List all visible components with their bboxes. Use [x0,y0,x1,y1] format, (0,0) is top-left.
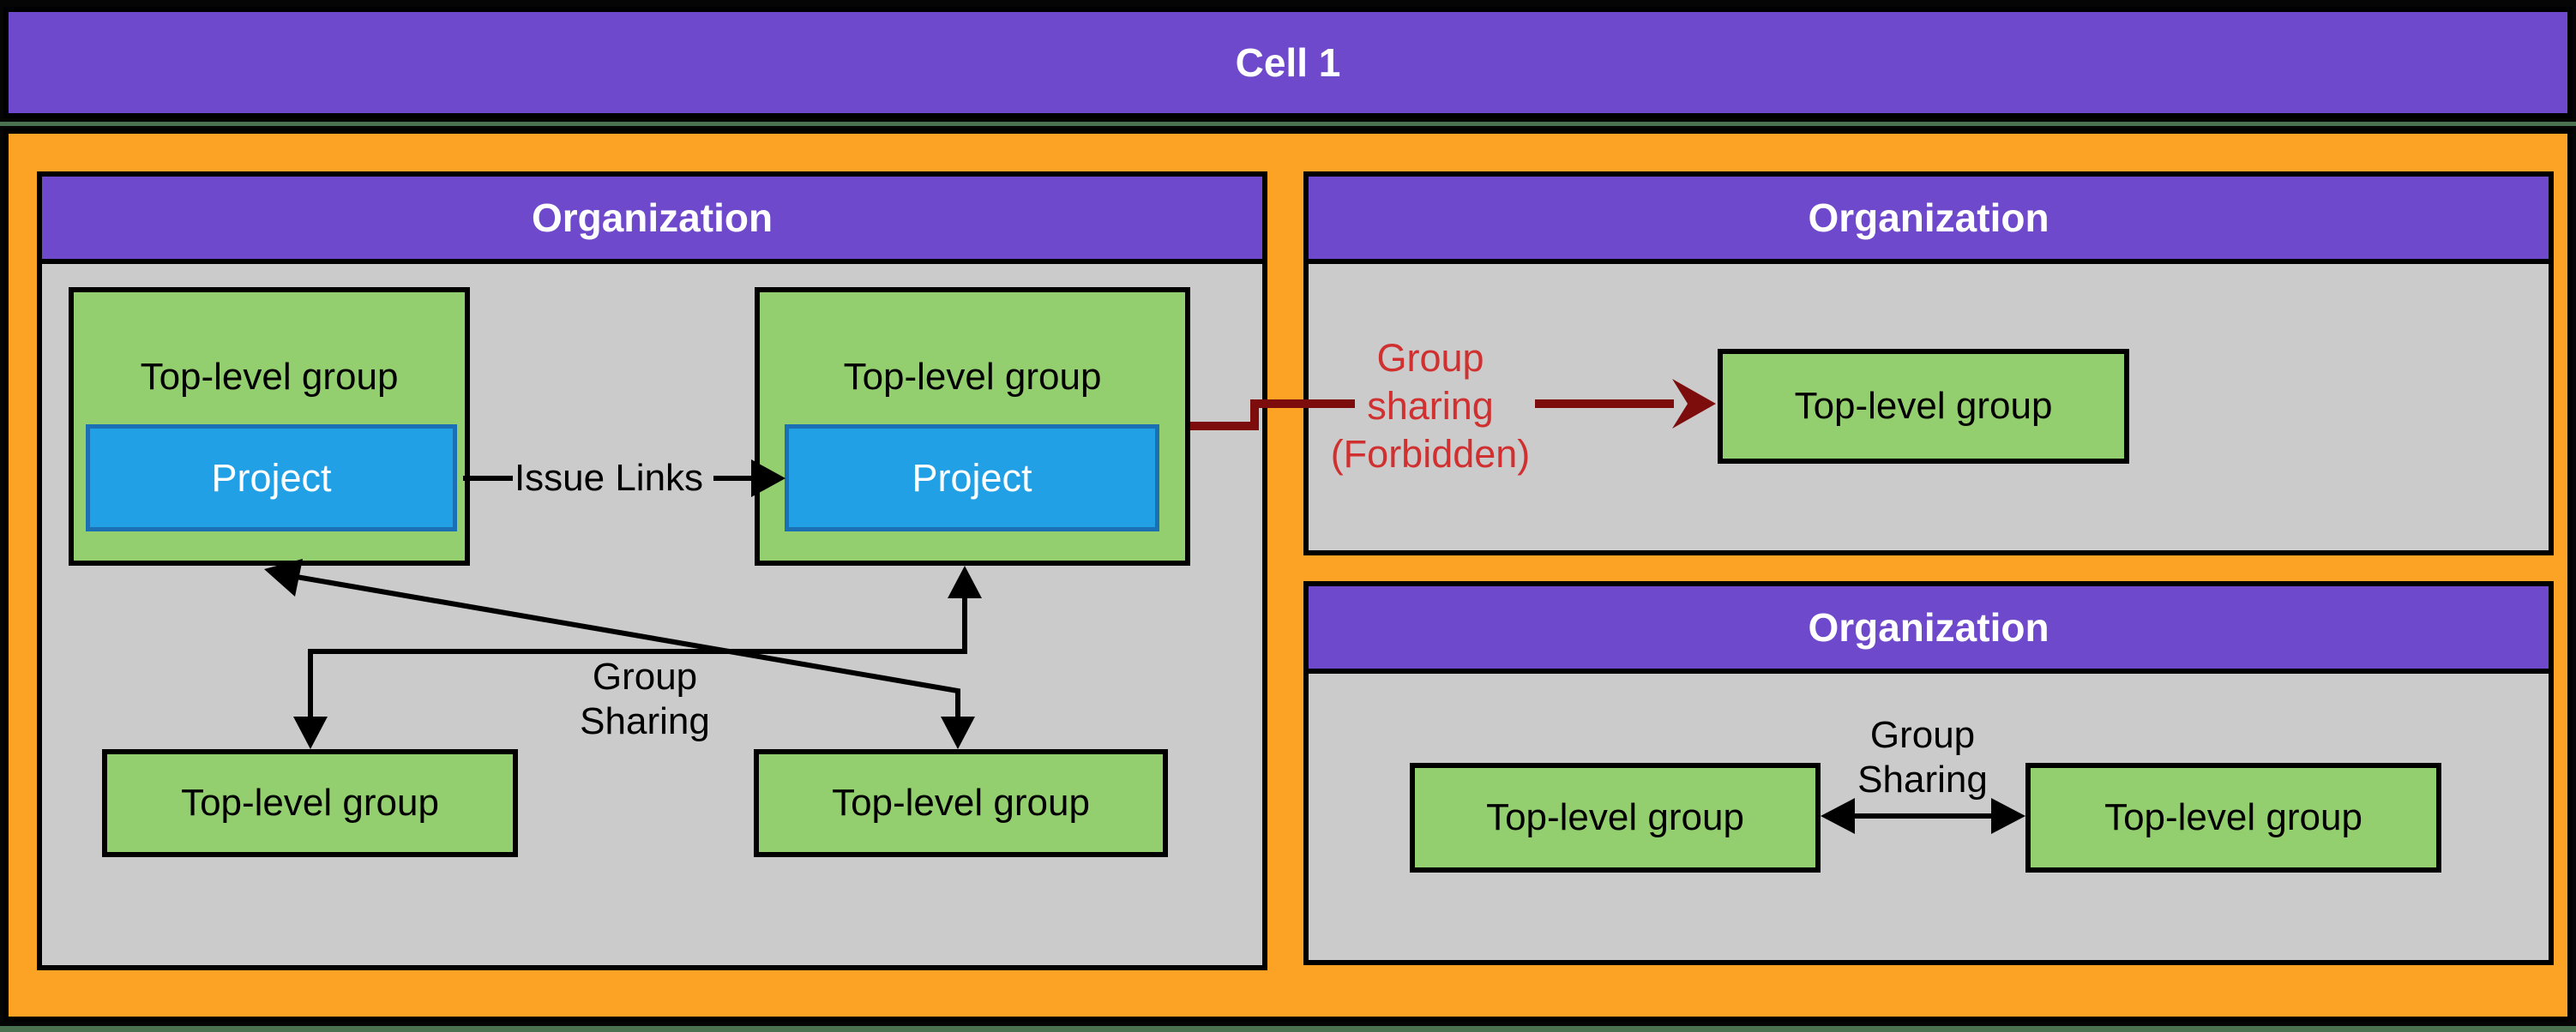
group-sharing-forbidden-label: Group sharing (Forbidden) [1330,336,1531,476]
top-level-group-6: Top-level group [1410,763,1821,873]
project-1: Project [86,424,457,531]
top-level-group-6-label: Top-level group [1486,796,1744,838]
organization-top-right-header: Organization [1309,177,2549,264]
top-level-group-3-label: Top-level group [181,782,439,824]
organization-left-title: Organization [531,195,773,240]
group-sharing-label-left: Group Sharing [580,656,710,742]
project-2-label: Project [912,455,1032,500]
top-level-group-4: Top-level group [754,749,1168,857]
top-level-group-1-label: Top-level group [140,356,399,398]
organization-bottom-right-header: Organization [1309,586,2549,674]
project-1-label: Project [211,455,332,500]
organization-bottom-right-title: Organization [1808,605,2049,650]
top-level-group-7: Top-level group [2025,763,2441,873]
issue-links-label: Issue Links [514,457,704,499]
cell-banner: Cell 1 [3,7,2573,118]
top-level-group-7-label: Top-level group [2104,796,2362,838]
divider-strip-bottom [0,1026,2576,1032]
top-level-group-2-label: Top-level group [843,356,1102,398]
cell-title: Cell 1 [1235,40,1341,85]
top-level-group-5: Top-level group [1718,349,2129,464]
top-level-group-3: Top-level group [102,749,518,857]
organization-left-header: Organization [42,177,1262,264]
organization-top-right-title: Organization [1808,195,2049,240]
group-sharing-label-right: Group Sharing [1857,714,1988,801]
top-level-group-5-label: Top-level group [1794,385,2053,427]
project-2: Project [785,424,1159,531]
divider-strip-top [0,122,2576,126]
top-level-group-4-label: Top-level group [832,782,1090,824]
